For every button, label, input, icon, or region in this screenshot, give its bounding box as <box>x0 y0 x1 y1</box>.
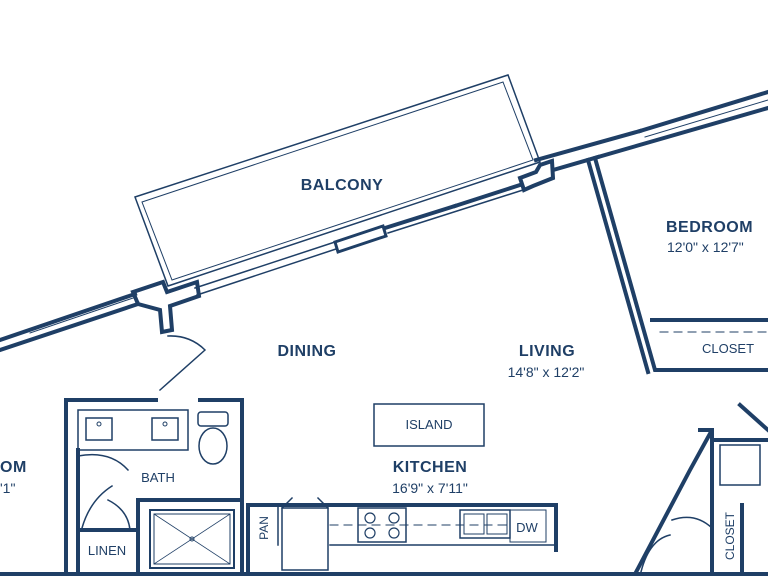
door-swing-icon <box>158 335 207 392</box>
left-room-dimensions-fragment: '1" <box>0 480 15 496</box>
bedroom-dimensions: 12'0" x 12'7" <box>667 239 744 255</box>
balcony-outline <box>134 74 541 287</box>
exterior-wall-left <box>0 291 141 353</box>
kitchen-counter <box>246 503 558 576</box>
dishwasher-label: DW <box>516 520 538 535</box>
closet-vertical-label: CLOSET <box>723 511 737 560</box>
refrigerator <box>280 496 330 571</box>
kitchen-sink-icon <box>459 509 511 539</box>
kitchen-dimensions: 16'9" x 7'11" <box>392 480 468 496</box>
dining-label: DINING <box>278 343 337 360</box>
window-balcony-door <box>333 224 388 254</box>
toilet-icon <box>197 411 229 465</box>
balcony-label: BALCONY <box>301 177 384 194</box>
living-label: LIVING <box>519 343 575 360</box>
closet-bedroom-label: CLOSET <box>702 341 754 356</box>
living-dimensions: 14'8" x 12'2" <box>508 364 585 380</box>
shower-icon <box>149 509 235 569</box>
balcony-column-right <box>517 158 556 193</box>
range-icon <box>357 507 407 543</box>
kitchen-label: KITCHEN <box>393 459 468 476</box>
balcony-column-left <box>130 279 202 335</box>
exterior-wall-right <box>533 89 768 173</box>
bath-walls <box>64 398 244 576</box>
pantry-label: PAN <box>257 516 271 540</box>
linen-label: LINEN <box>88 543 126 558</box>
bedroom-wall <box>585 155 768 375</box>
island-label: ISLAND <box>406 417 453 432</box>
sink-icon <box>85 417 179 441</box>
bath-label: BATH <box>141 470 175 485</box>
lower-right-closets <box>631 402 768 576</box>
dishwasher <box>509 509 547 543</box>
left-room-label-fragment: OM <box>0 459 27 476</box>
exterior-wall-middle <box>194 182 524 296</box>
bedroom-label: BEDROOM <box>666 219 753 236</box>
kitchen-island <box>373 403 485 447</box>
